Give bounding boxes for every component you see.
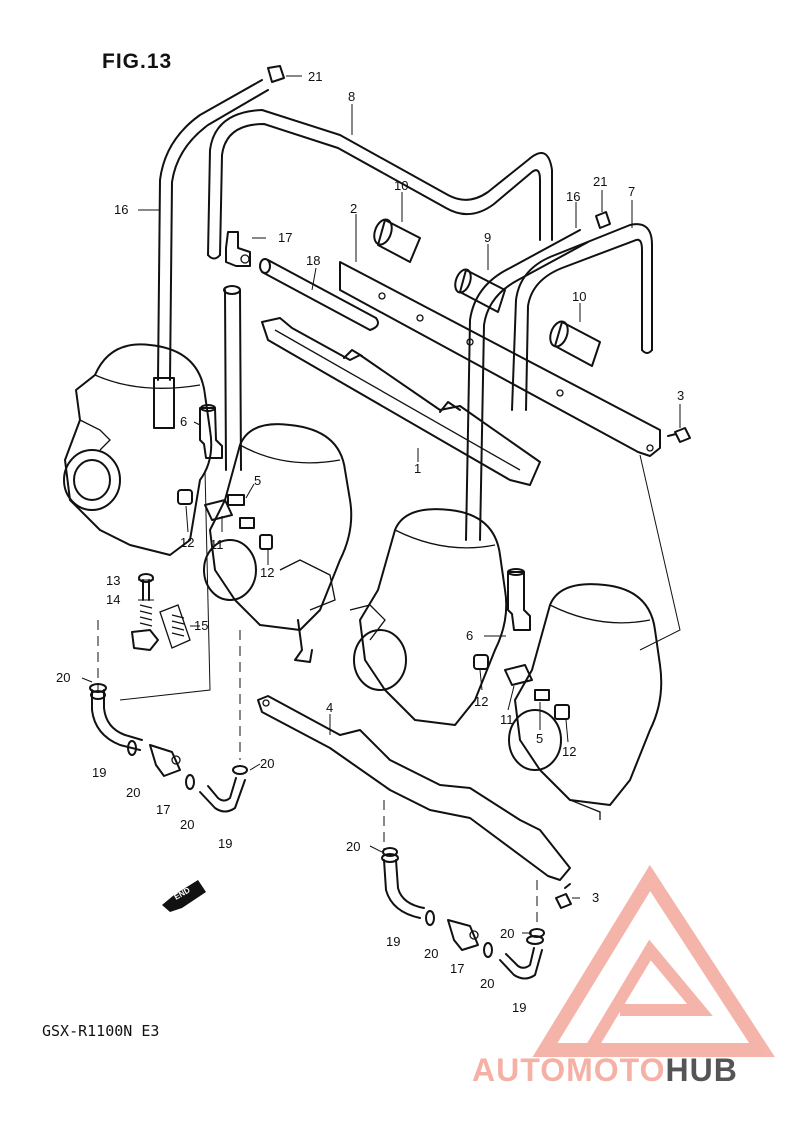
callout-20: 20 <box>480 976 494 991</box>
fitting-6-left <box>199 404 223 459</box>
callout-20: 20 <box>424 946 438 961</box>
bracket-2 <box>339 261 661 457</box>
callout-20: 20 <box>260 756 274 771</box>
figure-title: FIG.13 <box>102 50 173 73</box>
callout-4: 4 <box>326 700 333 715</box>
fitting-6-right <box>507 568 531 631</box>
carburetor-2 <box>203 423 353 663</box>
hose-16-right <box>465 229 589 541</box>
fitting-17-upper <box>225 231 251 267</box>
callout-18: 18 <box>306 253 320 268</box>
model-code: GSX-R1100N E3 <box>42 1022 160 1040</box>
hose-7 <box>511 223 653 411</box>
callout-20: 20 <box>180 817 194 832</box>
callout-6: 6 <box>466 628 473 643</box>
watermark-text: AUTOMOTOHUB <box>472 1052 738 1089</box>
callout-12: 12 <box>180 535 194 550</box>
sleeve-9 <box>454 268 506 313</box>
callout-9: 9 <box>484 230 491 245</box>
hose-16-left <box>153 79 269 429</box>
screw-3-upper <box>667 427 691 443</box>
hose-19-center <box>381 853 425 919</box>
callout-3: 3 <box>677 388 684 403</box>
hose-19-left <box>89 683 143 751</box>
screw-3-lower <box>555 883 572 909</box>
callout-19: 19 <box>92 765 106 780</box>
hose-19-mid <box>199 777 246 813</box>
callout-12: 12 <box>474 694 488 709</box>
bracket-1 <box>261 317 541 486</box>
callout-7: 7 <box>628 184 635 199</box>
clip-20-set <box>90 690 545 958</box>
hose-18 <box>259 258 379 331</box>
carburetor-3 <box>349 508 508 726</box>
callout-16: 16 <box>566 189 580 204</box>
callout-2: 2 <box>350 201 357 216</box>
hose-19-right <box>499 935 544 980</box>
callout-11: 11 <box>500 712 514 727</box>
carburetor-1 <box>63 343 213 556</box>
callout-14: 14 <box>106 592 120 607</box>
assembly-guide-lines <box>97 454 681 930</box>
callout-13: 13 <box>106 573 120 588</box>
hose-8 <box>207 109 553 260</box>
callout-5: 5 <box>254 473 261 488</box>
sleeve-10-upper <box>373 218 421 263</box>
sleeve-10-lower <box>549 320 601 367</box>
callout-5: 5 <box>536 731 543 746</box>
callout-21: 21 <box>593 174 607 189</box>
callout-6: 6 <box>180 414 187 429</box>
jets-left-cluster <box>177 489 273 550</box>
callout-20: 20 <box>346 839 360 854</box>
callout-17: 17 <box>278 230 292 245</box>
callout-12: 12 <box>260 565 274 580</box>
hose-center-vertical <box>223 285 242 471</box>
callout-17: 17 <box>450 961 464 976</box>
watermark-text-secondary: HUB <box>665 1052 738 1088</box>
spring-14 <box>131 604 159 651</box>
callout-labels: 21 8 16 10 2 16 21 7 17 9 18 10 3 6 1 5 … <box>56 69 684 1015</box>
callout-20: 20 <box>126 785 140 800</box>
watermark-logo <box>532 864 775 1057</box>
callout-11: 11 <box>210 537 224 552</box>
fitting-17-left <box>149 744 181 777</box>
callout-19: 19 <box>512 1000 526 1015</box>
clip-21-top <box>267 65 285 83</box>
callout-12: 12 <box>562 744 576 759</box>
clip-21-right <box>595 211 611 229</box>
callout-21: 21 <box>308 69 322 84</box>
fitting-17-lower <box>447 919 479 951</box>
callout-10: 10 <box>572 289 586 304</box>
callout-10: 10 <box>394 178 408 193</box>
leader-lines <box>81 75 681 934</box>
direction-badge: END <box>162 880 206 912</box>
watermark-text-primary: AUTOMOTO <box>472 1052 666 1088</box>
callout-19: 19 <box>218 836 232 851</box>
spring-15 <box>159 604 191 649</box>
screw-13 <box>138 573 154 601</box>
callout-17: 17 <box>156 802 170 817</box>
callout-3: 3 <box>592 890 599 905</box>
callout-8: 8 <box>348 89 355 104</box>
bracket-4 <box>257 695 571 881</box>
callout-20: 20 <box>56 670 70 685</box>
jets-right-cluster <box>473 654 570 720</box>
callout-20: 20 <box>500 926 514 941</box>
callout-19: 19 <box>386 934 400 949</box>
carburetor-4 <box>508 583 663 820</box>
callout-15: 15 <box>194 618 208 633</box>
callout-1: 1 <box>414 461 421 476</box>
callout-16: 16 <box>114 202 128 217</box>
